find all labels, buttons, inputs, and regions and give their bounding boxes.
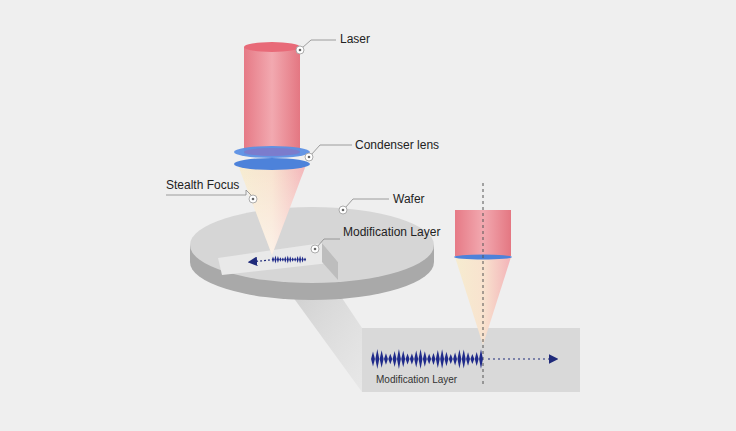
modification-mark <box>449 354 453 364</box>
modification-mark <box>384 353 388 365</box>
modification-mark <box>462 349 466 368</box>
inset-laser <box>454 210 512 345</box>
modification-mark <box>371 352 375 367</box>
modification-mark <box>436 350 440 368</box>
modification-mark <box>375 349 379 369</box>
modification-mark <box>444 352 448 366</box>
modification-mark <box>475 352 479 366</box>
modification-mark <box>427 354 431 364</box>
part-label: Stealth Focus <box>166 178 239 192</box>
callout-dots <box>249 46 347 253</box>
modification-mark <box>272 257 274 263</box>
modification-mark <box>282 257 284 261</box>
part-label: Laser <box>340 32 370 46</box>
modification-mark <box>297 256 299 263</box>
callout-dots-center <box>252 49 345 251</box>
inset-panel <box>362 328 580 392</box>
modification-mark <box>432 353 436 365</box>
part-label: Modification Layer <box>343 225 440 239</box>
modification-mark <box>294 257 296 261</box>
scan-arrow <box>488 358 556 359</box>
modification-mark <box>406 354 410 365</box>
modification-layer <box>272 256 306 264</box>
modification-mark <box>388 354 392 365</box>
scan-arrow <box>250 260 270 262</box>
modification-mark <box>479 349 483 368</box>
modification-mark <box>393 351 397 367</box>
panel-caption: Modification Layer <box>376 374 457 386</box>
modification-mark <box>414 350 418 367</box>
laser-beam <box>234 42 310 255</box>
modification-mark <box>470 354 474 364</box>
part-label: Wafer <box>393 192 425 206</box>
modification-mark <box>289 256 291 263</box>
modification-mark <box>287 256 289 264</box>
cut-face <box>218 243 338 275</box>
modification-mark <box>279 257 281 262</box>
modification-mark <box>301 256 303 262</box>
modification-mark <box>423 351 427 367</box>
modification-mark <box>410 353 414 364</box>
part-label: Condenser lens <box>355 138 439 152</box>
modification-mark <box>401 351 405 368</box>
modification-mark <box>277 256 279 263</box>
modification-mark <box>274 256 276 264</box>
modification-mark <box>380 350 384 368</box>
modification-mark <box>466 352 470 365</box>
modification-mark <box>284 256 286 262</box>
inset-panel: Modification Layer <box>362 328 580 392</box>
modification-mark <box>292 257 294 261</box>
modification-mark <box>397 349 401 369</box>
axis-line <box>483 183 484 386</box>
modification-layer <box>371 349 483 369</box>
modification-mark <box>457 350 461 369</box>
modification-mark <box>440 349 444 369</box>
modification-mark <box>419 349 423 369</box>
modification-mark <box>299 256 301 264</box>
modification-mark <box>304 257 306 261</box>
modification-mark <box>453 353 457 366</box>
wafer <box>190 207 434 300</box>
